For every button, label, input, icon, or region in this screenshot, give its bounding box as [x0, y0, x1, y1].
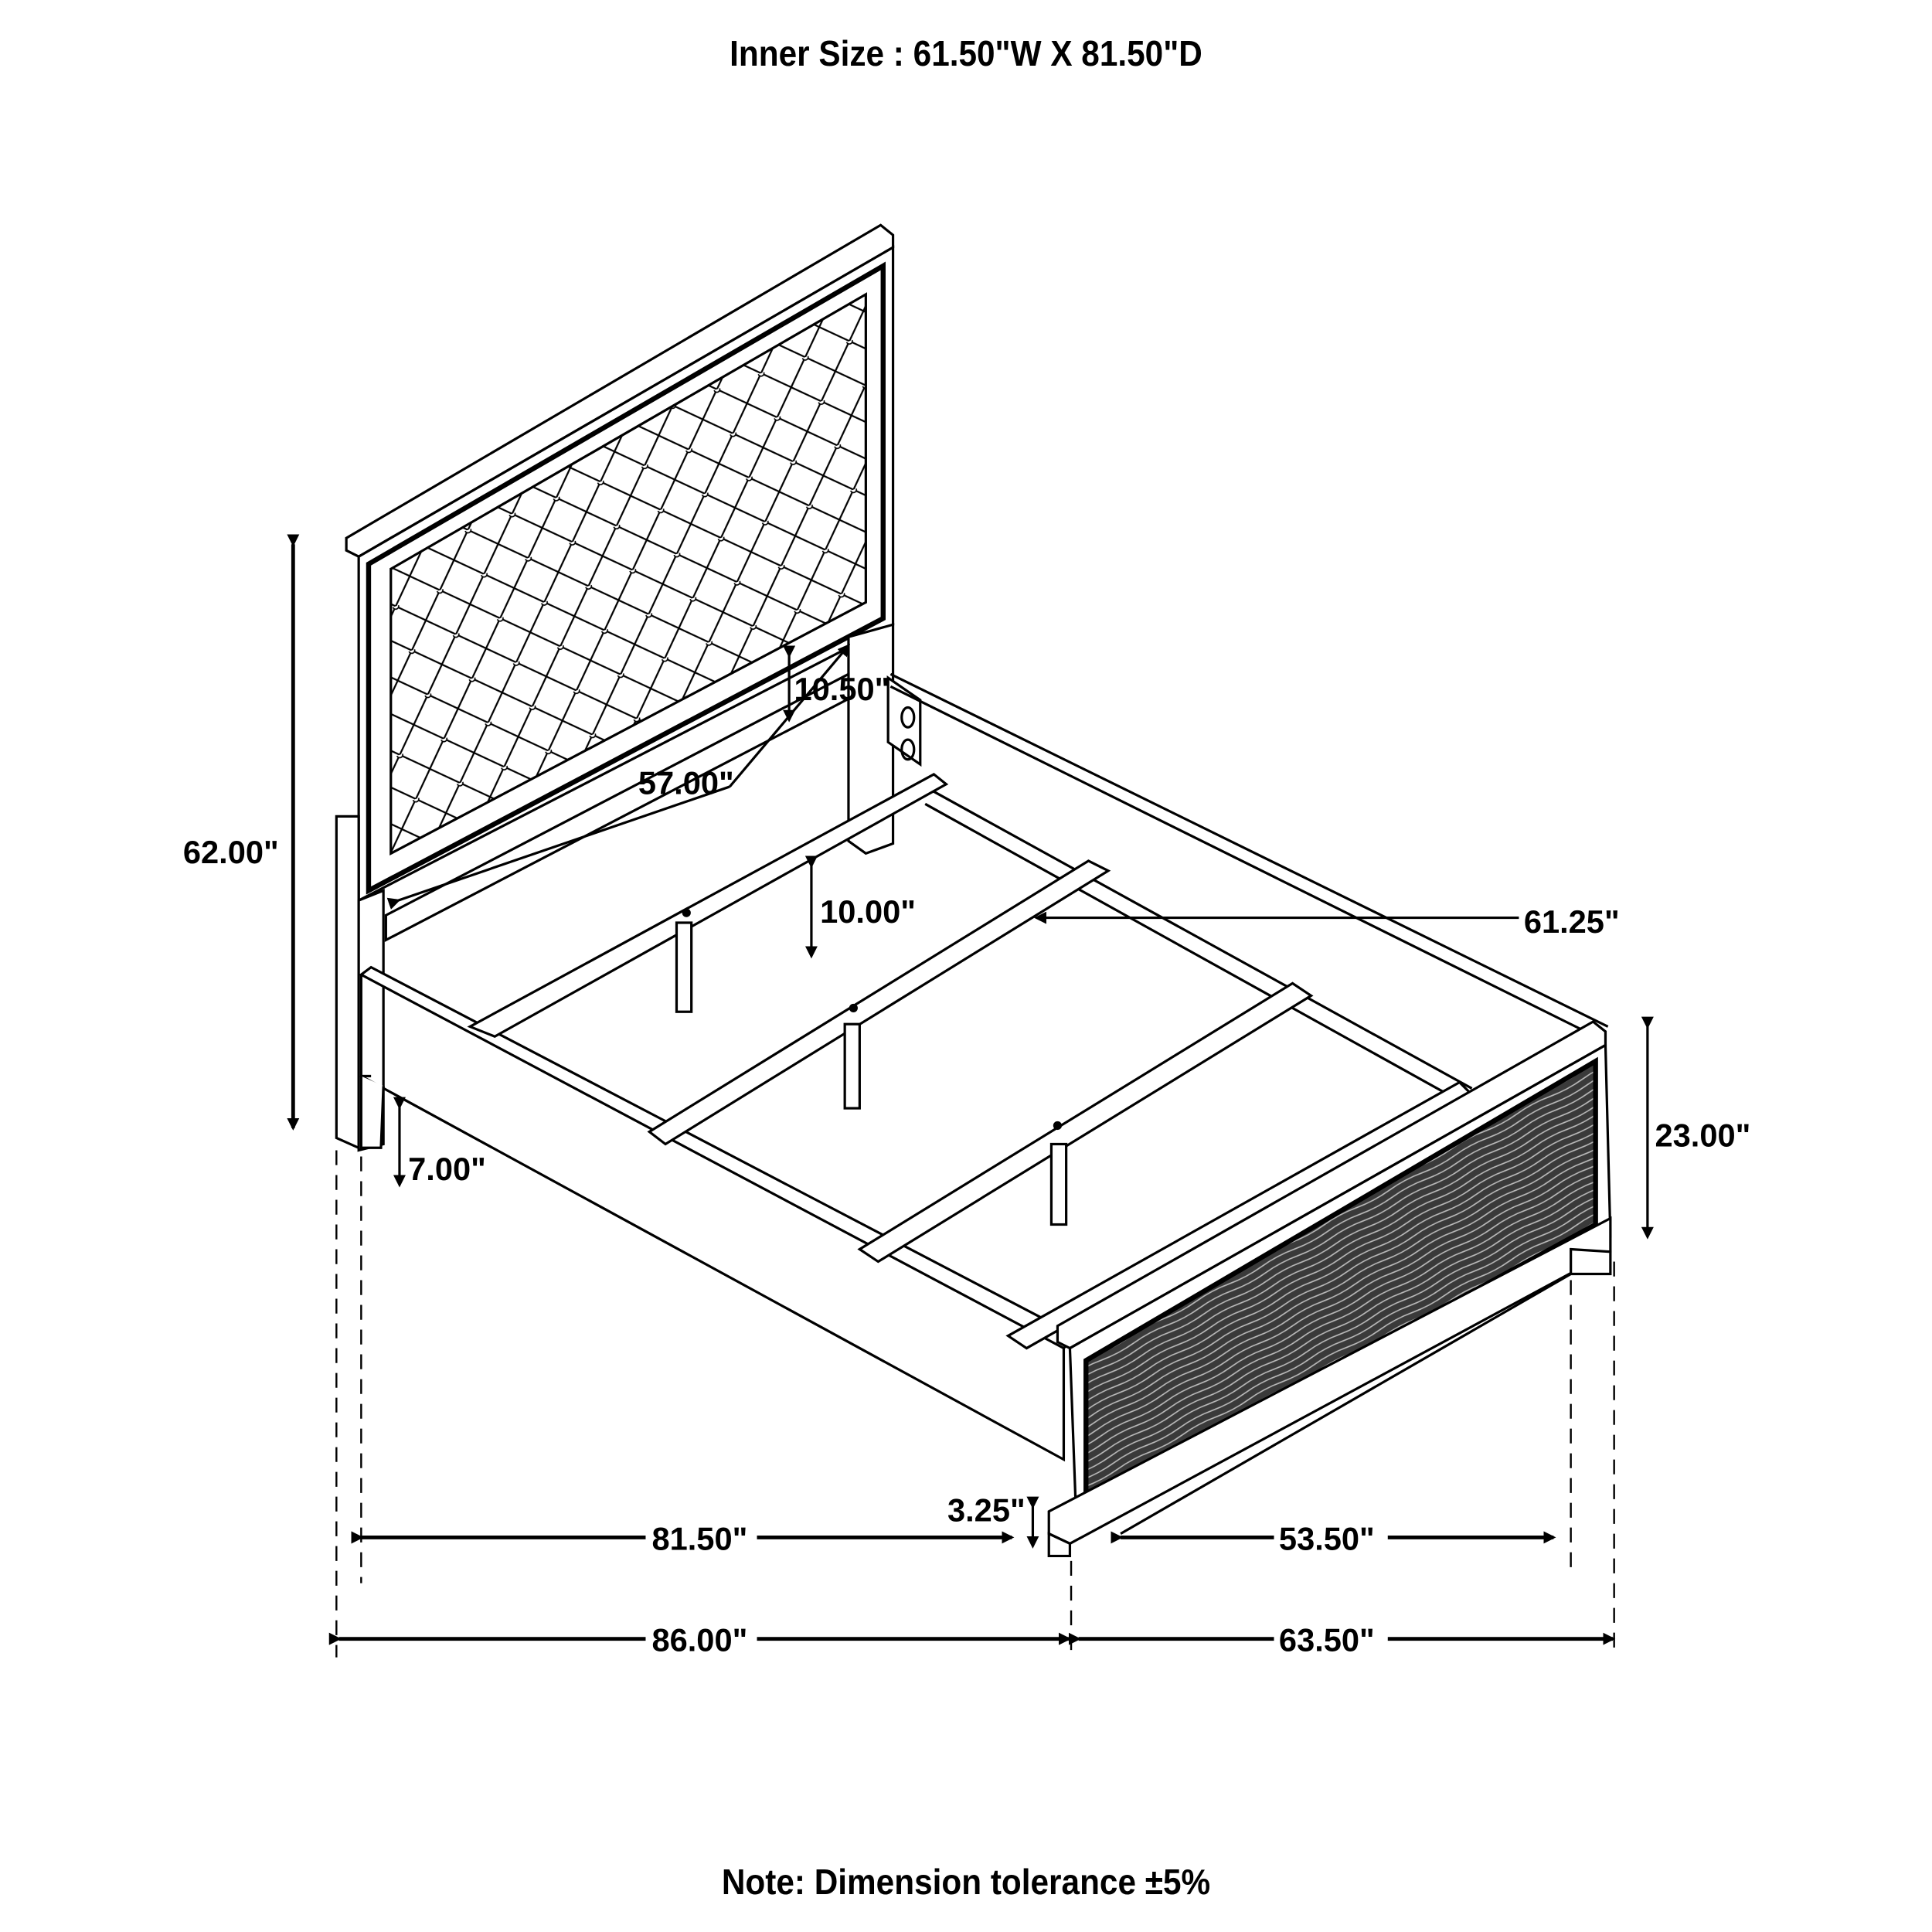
label-rail-clearance: 10.00": [820, 893, 916, 930]
label-overall-width: 63.50": [1279, 1622, 1375, 1658]
label-footboard-base: 3.25": [947, 1492, 1026, 1529]
label-inner-width-base: 53.50": [1279, 1520, 1375, 1556]
label-headboard-panel-width: 57.00": [638, 765, 734, 801]
slats: [467, 773, 1475, 1350]
headboard: [335, 223, 922, 1152]
label-footboard-height: 23.00": [1655, 1117, 1750, 1154]
footboard: [1047, 1020, 1612, 1558]
diagram-title: Inner Size : 61.50"W X 81.50"D: [730, 33, 1202, 73]
tolerance-note: Note: Dimension tolerance ±5%: [721, 1862, 1211, 1902]
dimension-labels: 62.00" 57.00" 10.50" 10.00" 61.25" 23.00…: [183, 671, 1750, 1658]
label-leg-height: 7.00": [408, 1151, 486, 1187]
label-headboard-gap: 10.50": [794, 671, 890, 707]
label-headboard-height: 62.00": [183, 834, 279, 870]
label-center-rail-length: 61.25": [1524, 903, 1620, 940]
dimension-lines: [287, 534, 1654, 1658]
label-inner-length: 81.50": [651, 1520, 747, 1556]
label-overall-length: 86.00": [651, 1622, 747, 1658]
